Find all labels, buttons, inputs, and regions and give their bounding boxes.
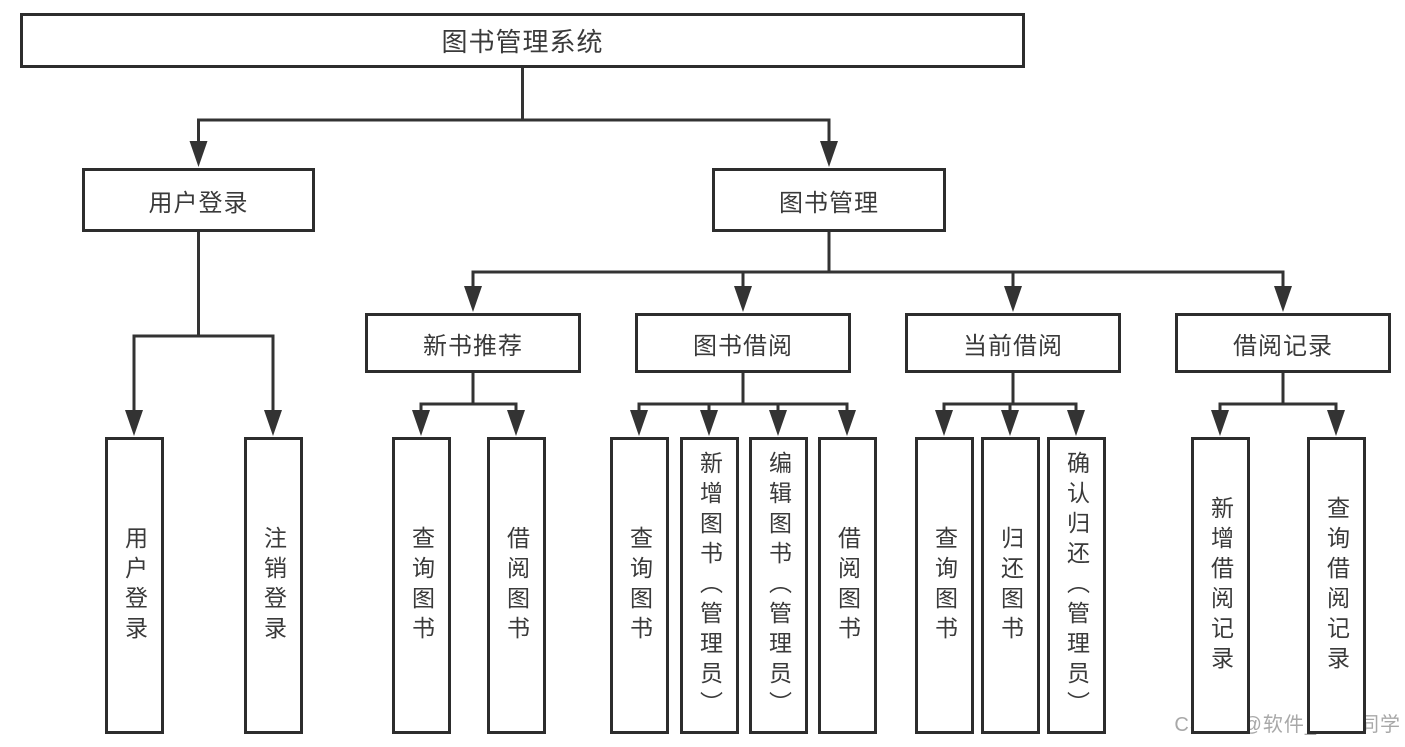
node-leaf-query-3: 查询图书 (914, 437, 974, 734)
node-label-root: 图书管理系统 (441, 27, 604, 57)
node-book-mgmt: 图书管理 (712, 168, 946, 232)
node-label-leaf-add-book: 新增图书（管理员） (696, 450, 723, 721)
node-label-leaf-confirm: 确认归还（管理员） (1063, 450, 1090, 721)
node-label-new-book-rec: 新书推荐 (423, 332, 523, 360)
node-label-leaf-return: 归还图书 (997, 525, 1024, 646)
node-label-leaf-borrow-2: 借阅图书 (834, 525, 861, 646)
node-label-borrow-records: 借阅记录 (1233, 332, 1333, 360)
arrowhead-icon (1001, 410, 1019, 436)
node-label-leaf-query-1: 查询图书 (408, 525, 435, 646)
node-label-book-borrow: 图书借阅 (693, 332, 793, 360)
node-root: 图书管理系统 (20, 13, 1025, 68)
arrowhead-icon (125, 410, 143, 436)
node-book-borrow: 图书借阅 (635, 313, 851, 373)
node-user-login: 用户登录 (82, 168, 315, 232)
arrowhead-icon (700, 410, 718, 436)
arrowhead-icon (412, 410, 430, 436)
node-label-user-login: 用户登录 (148, 189, 249, 217)
arrowhead-icon (464, 286, 482, 312)
node-label-leaf-query-3: 查询图书 (931, 525, 958, 646)
node-label-leaf-login: 用户登录 (121, 525, 148, 646)
node-leaf-add-book: 新增图书（管理员） (679, 437, 739, 734)
arrowhead-icon (1067, 410, 1085, 436)
arrowhead-icon (1327, 410, 1345, 436)
node-label-book-mgmt: 图书管理 (779, 189, 879, 217)
node-label-current-borrow: 当前借阅 (963, 332, 1063, 360)
node-borrow-records: 借阅记录 (1175, 313, 1391, 373)
arrowhead-icon (935, 410, 953, 436)
node-label-leaf-edit-book: 编辑图书（管理员） (765, 450, 792, 721)
node-leaf-borrow-2: 借阅图书 (817, 437, 877, 734)
node-leaf-add-rec: 新增借阅记录 (1190, 437, 1250, 734)
arrowhead-icon (1004, 286, 1022, 312)
arrowhead-icon (734, 286, 752, 312)
node-leaf-query-1: 查询图书 (391, 437, 451, 734)
node-current-borrow: 当前借阅 (905, 313, 1121, 373)
node-leaf-login: 用户登录 (104, 437, 164, 734)
node-label-leaf-query-2: 查询图书 (626, 525, 653, 646)
arrowhead-icon (264, 410, 282, 436)
arrowhead-icon (630, 410, 648, 436)
node-leaf-confirm: 确认归还（管理员） (1046, 437, 1106, 734)
arrowhead-icon (769, 410, 787, 436)
node-leaf-edit-book: 编辑图书（管理员） (748, 437, 808, 734)
arrowhead-icon (189, 141, 208, 167)
arrowhead-icon (1211, 410, 1229, 436)
arrowhead-icon (820, 141, 838, 167)
node-leaf-return: 归还图书 (980, 437, 1040, 734)
arrowhead-icon (507, 410, 525, 436)
node-leaf-borrow-1: 借阅图书 (486, 437, 546, 734)
arrowhead-icon (1274, 286, 1292, 312)
node-label-leaf-borrow-1: 借阅图书 (503, 525, 530, 646)
node-label-leaf-query-rec: 查询借阅记录 (1323, 495, 1350, 676)
arrowhead-icon (838, 410, 856, 436)
node-leaf-query-rec: 查询借阅记录 (1306, 437, 1366, 734)
node-leaf-query-2: 查询图书 (609, 437, 669, 734)
node-new-book-rec: 新书推荐 (365, 313, 581, 373)
node-label-leaf-add-rec: 新增借阅记录 (1207, 495, 1234, 676)
node-leaf-logout: 注销登录 (243, 437, 303, 734)
node-label-leaf-logout: 注销登录 (260, 525, 287, 646)
